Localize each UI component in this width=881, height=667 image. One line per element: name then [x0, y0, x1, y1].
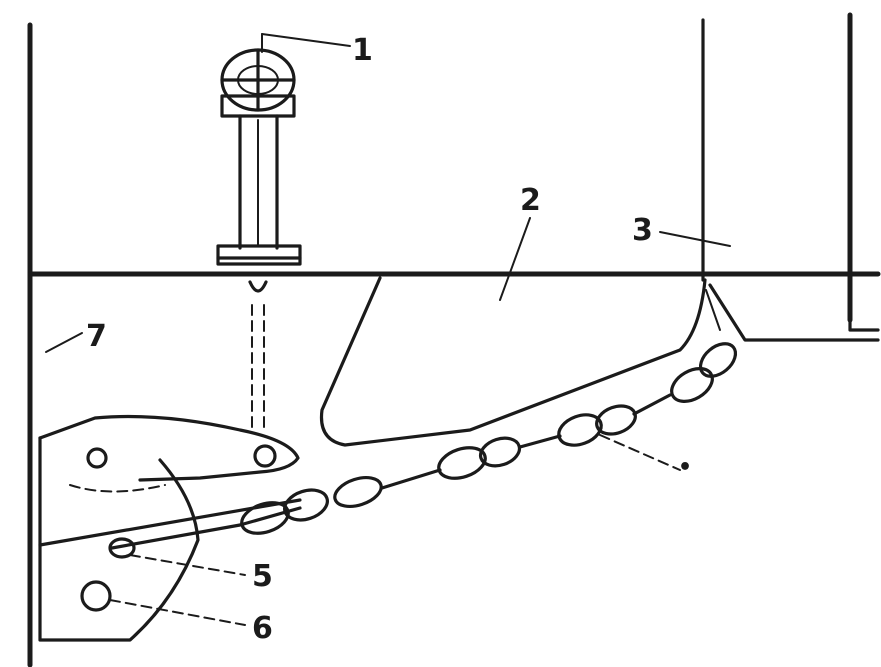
label-5: 5: [252, 559, 273, 594]
label-1: 1: [352, 33, 373, 68]
leader-4: [599, 434, 681, 471]
anchor-shank: [38, 498, 302, 559]
right-posts: [701, 12, 880, 332]
callout-labels: 1 2 3 • 5 6 7: [86, 33, 692, 646]
leader-6: [109, 599, 246, 626]
leader-5: [129, 554, 246, 576]
leader-1: [261, 33, 351, 47]
leader-3: [659, 231, 731, 247]
label-4: •: [678, 455, 692, 480]
anchor-arm: [38, 414, 300, 482]
anchor-plate: [38, 436, 200, 642]
label-6: 6: [252, 611, 273, 646]
anchor-chain: [238, 342, 738, 535]
chain-stopper: [216, 48, 302, 431]
leader-lines: [45, 33, 731, 626]
leader-7: [45, 332, 83, 353]
label-2: 2: [520, 183, 541, 218]
label-7: 7: [86, 319, 107, 354]
label-3: 3: [632, 213, 653, 248]
leader-2: [499, 217, 531, 301]
hull-step: [705, 283, 880, 342]
hawse-bracket: [319, 276, 707, 447]
